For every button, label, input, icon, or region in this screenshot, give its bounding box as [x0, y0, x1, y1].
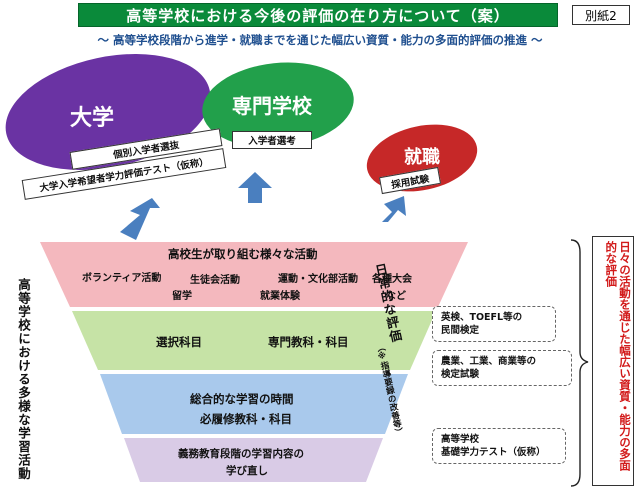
- activity-internship: 就業体験: [260, 291, 300, 302]
- activity-volunteer: ボランティア活動: [82, 273, 162, 284]
- elective-subjects: 選択科目: [156, 335, 202, 349]
- private-certification-line2: 民間検定: [441, 324, 480, 336]
- basic-skills-test-line1: 高等学校: [441, 434, 480, 445]
- arrow-to-vocational: [238, 172, 272, 203]
- vocational-title: 専門学校: [232, 94, 312, 118]
- funnel-middle-band: [72, 311, 436, 370]
- left-vertical-label: 高等学校における多様な学習活動: [16, 278, 31, 481]
- page-subtitle: ～ 高等学校段階から進学・就職までを通じた幅広い資質・能力の多面的評価の推進 ～: [97, 33, 543, 47]
- private-certification-line1: 英検、TOEFL等の: [441, 312, 523, 323]
- employment-title: 就職: [404, 147, 440, 168]
- right-bracket: [570, 239, 589, 487]
- university-title: 大学: [70, 106, 115, 131]
- specialized-subjects: 専門教科・科目: [268, 335, 349, 349]
- activity-clubs: 運動・文化部活動: [278, 274, 358, 285]
- private-certification-box: 英検、TOEFL等の 民間検定: [432, 306, 556, 342]
- vocational-ellipse: [202, 62, 354, 148]
- integrated-study-time: 総合的な学習の時間: [190, 392, 294, 406]
- activity-student-council: 生徒会活動: [190, 275, 240, 286]
- funnel-top-title: 高校生が取り組む様々な活動: [168, 247, 318, 261]
- vocational-exam-box: 農業、工業、商業等の 検定試験: [432, 350, 572, 386]
- basic-skills-test-line2: 基礎学力テスト（仮称）: [441, 446, 546, 458]
- funnel-bottom-band: [124, 438, 383, 482]
- required-subjects: 必履修教科・科目: [200, 412, 292, 426]
- vocational-selection-box: 入学者選考: [232, 131, 312, 149]
- funnel-top-band: [40, 242, 468, 307]
- right-evaluation-box: 日々の活動を通じた幅広い資質・能力の多面的な評価: [592, 236, 634, 486]
- annex-label: 別紙2: [572, 5, 630, 25]
- vocational-exam-line1: 農業、工業、商業等の: [441, 356, 537, 367]
- activity-etc: など: [386, 291, 406, 302]
- relearning-line2: 学び直し: [226, 465, 268, 477]
- arrow-to-university: [120, 198, 160, 240]
- funnel-lower-band: [100, 374, 408, 434]
- right-evaluation-label: 日々の活動を通じた幅広い資質・能力の多面的な評価: [604, 241, 632, 471]
- arrow-to-employment: [382, 196, 406, 222]
- vocational-exam-line2: 検定試験: [441, 368, 480, 380]
- arrows: [120, 172, 406, 240]
- basic-skills-test-box: 高等学校 基礎学力テスト（仮称）: [432, 428, 566, 464]
- activity-competitions: 各種大会: [372, 274, 412, 285]
- relearning-line1: 義務教育段階の学習内容の: [178, 448, 304, 460]
- page-title: 高等学校における今後の評価の在り方について（案）: [78, 3, 558, 27]
- activity-study-abroad: 留学: [172, 291, 192, 302]
